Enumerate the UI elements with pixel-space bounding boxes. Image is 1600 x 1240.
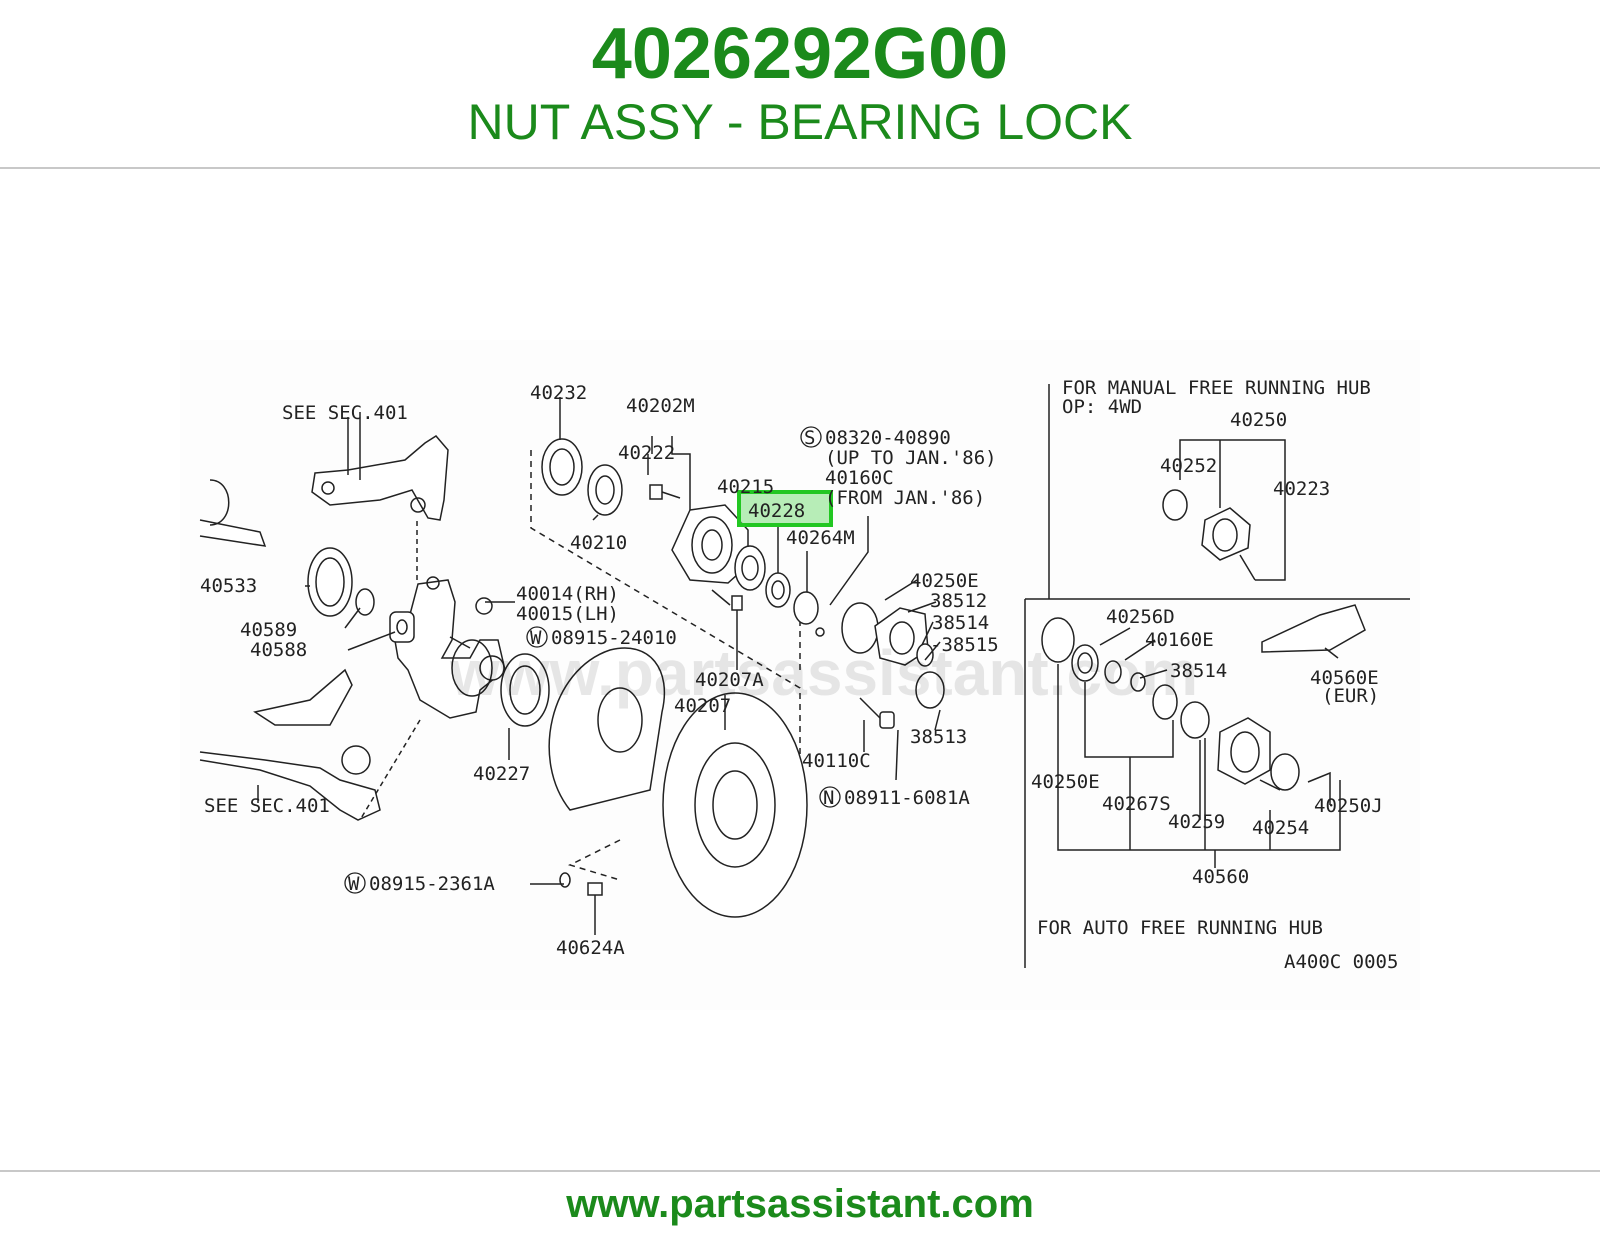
label-38512[interactable]: 38512	[930, 590, 987, 612]
label-40232[interactable]: 40232	[530, 382, 587, 404]
label-40254[interactable]: 40254	[1252, 817, 1309, 839]
parts-diagram: S W N W www.partsassistant.com SEE SEC.4…	[180, 340, 1420, 1010]
label-40110c[interactable]: 40110C	[802, 750, 871, 772]
watermark: www.partsassistant.com	[449, 637, 1198, 709]
label-see-sec-top: SEE SEC.401	[282, 402, 408, 424]
label-40160e[interactable]: 40160E	[1145, 629, 1214, 651]
label-40228[interactable]: 40228	[748, 500, 805, 522]
label-section-manual-op: OP: 4WD	[1062, 396, 1142, 418]
label-40215[interactable]: 40215	[717, 476, 774, 498]
label-40250e-top[interactable]: 40250E	[910, 570, 979, 592]
label-n-code[interactable]: 08911-6081A	[844, 787, 970, 809]
parts-diagram-drawing: S W N W www.partsassistant.com SEE SEC.4…	[180, 340, 1420, 1010]
label-40264m[interactable]: 40264M	[786, 527, 855, 549]
label-40560e[interactable]: 40560E	[1310, 667, 1379, 689]
w-marker: W	[530, 627, 542, 649]
label-40014[interactable]: 40014(RH)	[516, 583, 619, 605]
footer-divider	[0, 1170, 1600, 1172]
label-38514-mid[interactable]: 38514	[1170, 660, 1227, 682]
label-s-note: (UP TO JAN.'86)	[825, 447, 997, 469]
label-40259[interactable]: 40259	[1168, 811, 1225, 833]
highlighted-part-box[interactable]	[737, 490, 833, 527]
footer-url[interactable]: www.partsassistant.com	[566, 1182, 1034, 1226]
label-40588[interactable]: 40588	[250, 639, 307, 661]
label-40227[interactable]: 40227	[473, 763, 530, 785]
label-40222[interactable]: 40222	[618, 442, 675, 464]
label-w-code-2[interactable]: 08915-2361A	[369, 873, 495, 895]
label-40202m[interactable]: 40202M	[626, 395, 695, 417]
label-40160c[interactable]: 40160C	[825, 467, 894, 489]
header-divider	[0, 167, 1600, 169]
n-marker: N	[823, 787, 834, 809]
label-40223[interactable]: 40223	[1273, 478, 1330, 500]
label-38515[interactable]: -38515	[930, 634, 999, 656]
label-40560e-note: (EUR)	[1322, 685, 1379, 707]
part-description: NUT ASSY - BEARING LOCK	[467, 94, 1133, 150]
label-drawing-code: A400C 0005	[1284, 951, 1398, 973]
part-number: 4026292G00	[591, 14, 1009, 94]
label-38514-top[interactable]: 38514	[932, 612, 989, 634]
label-40210[interactable]: 40210	[570, 532, 627, 554]
label-40533[interactable]: 40533	[200, 575, 257, 597]
label-40207[interactable]: 40207	[674, 695, 731, 717]
label-40015[interactable]: 40015(LH)	[516, 603, 619, 625]
label-40160c-note: (FROM JAN.'86)	[825, 487, 985, 509]
label-w-code-1[interactable]: 08915-24010	[551, 627, 677, 649]
label-section-auto: FOR AUTO FREE RUNNING HUB	[1037, 917, 1323, 939]
label-40207a[interactable]: 40207A	[695, 669, 764, 691]
page-header: 4026292G00 NUT ASSY - BEARING LOCK	[0, 0, 1600, 168]
label-38513[interactable]: 38513	[910, 726, 967, 748]
label-40267s[interactable]: 40267S	[1102, 793, 1171, 815]
label-s-code[interactable]: 08320-40890	[825, 427, 951, 449]
s-marker: S	[804, 427, 815, 449]
label-section-manual: FOR MANUAL FREE RUNNING HUB	[1062, 377, 1371, 399]
label-40250j[interactable]: 40250J	[1314, 795, 1383, 817]
label-40256d[interactable]: 40256D	[1106, 606, 1175, 628]
label-40589[interactable]: 40589	[240, 619, 297, 641]
label-40560[interactable]: 40560	[1192, 866, 1249, 888]
label-40252[interactable]: 40252	[1160, 455, 1217, 477]
label-40250[interactable]: 40250	[1230, 409, 1287, 431]
label-40250e-bot[interactable]: 40250E	[1031, 771, 1100, 793]
label-40624a[interactable]: 40624A	[556, 937, 625, 959]
w-marker-2: W	[348, 873, 360, 895]
label-see-sec-bottom: SEE SEC.401	[204, 795, 330, 817]
